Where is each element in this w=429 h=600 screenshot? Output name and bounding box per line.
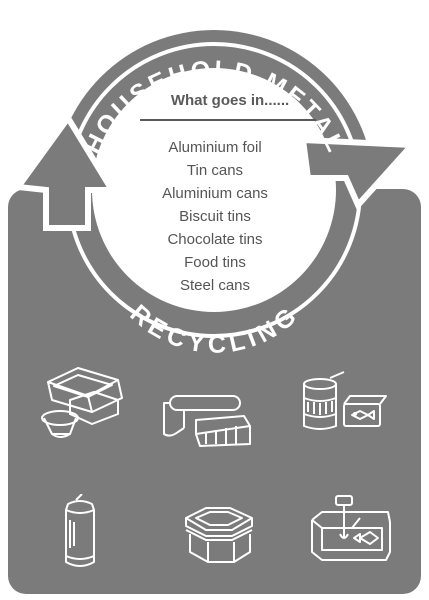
foil-trays-icon [41,367,123,438]
recycling-banner: HOUSEHOLD METAL RECYCLING [12,30,419,360]
item-chocolate-tins: Chocolate tins [167,231,263,248]
item-biscuit-tins: Biscuit tins [179,208,251,225]
item-food-tins: Food tins [184,254,246,271]
drink-can-icon [65,494,95,567]
accepted-items-list: Aluminium foil Tin cans Aluminium cans B… [120,136,310,297]
heading-rule [140,119,316,121]
tin-with-key-icon [311,495,391,561]
item-aluminium-cans: Aluminium cans [162,185,268,202]
right-arrow-icon [299,136,419,211]
item-steel-cans: Steel cans [179,277,251,294]
item-tin-cans: Tin cans [186,162,244,179]
inner-circle [92,68,336,312]
food-tins-icon [303,371,387,430]
item-aluminium-foil: Aluminium foil [168,139,262,156]
what-goes-in-heading: What goes in...... [170,92,290,109]
foil-roll-and-tray-icon [163,395,251,447]
left-arrow-icon [12,112,118,231]
biscuit-tin-icon [185,507,253,563]
